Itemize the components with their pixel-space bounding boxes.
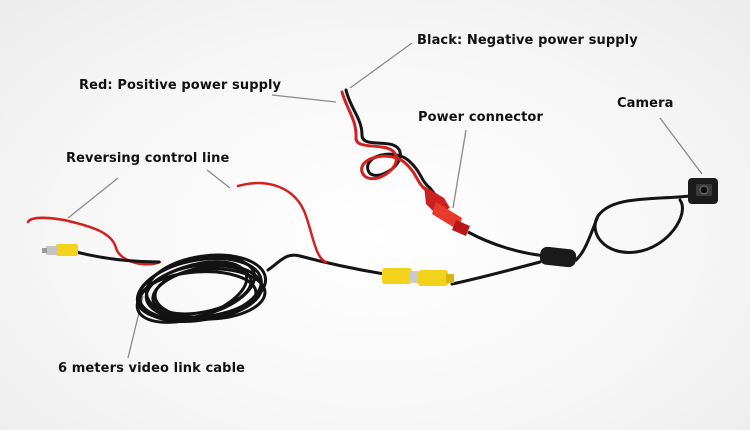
pointer-reverse-left bbox=[67, 177, 119, 219]
power-connector bbox=[424, 186, 549, 258]
splitter-junction bbox=[539, 246, 577, 268]
left-rca-plug bbox=[42, 244, 161, 264]
pointer-reverse-right bbox=[206, 169, 231, 189]
pointer-lines bbox=[67, 42, 703, 359]
power-wires bbox=[340, 88, 446, 210]
label-camera: Camera bbox=[617, 96, 674, 111]
pointer-camera bbox=[659, 117, 703, 175]
pointer-power-connector bbox=[452, 129, 467, 209]
label-black-negative: Black: Negative power supply bbox=[417, 33, 638, 48]
cable-coil bbox=[135, 253, 268, 324]
pointer-black-wire bbox=[349, 42, 413, 89]
main-video-cable bbox=[266, 194, 692, 286]
rca-coupling bbox=[382, 268, 454, 286]
label-reversing-control: Reversing control line bbox=[66, 151, 230, 166]
reversing-wire bbox=[26, 181, 328, 266]
pointer-red-wire bbox=[271, 94, 337, 103]
label-red-positive: Red: Positive power supply bbox=[79, 78, 282, 93]
camera-unit bbox=[688, 178, 718, 204]
label-power-connector: Power connector bbox=[418, 110, 543, 125]
label-video-cable: 6 meters video link cable bbox=[58, 361, 246, 376]
